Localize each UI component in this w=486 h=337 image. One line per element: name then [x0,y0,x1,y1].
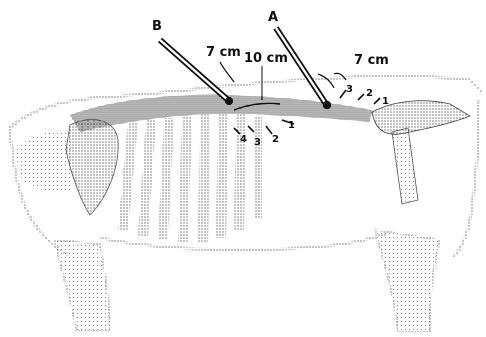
rib-marker-4: 4 [240,134,247,145]
femur [392,128,418,204]
hind-leg [375,230,440,332]
needle-a [276,28,331,109]
rib-marker-2: 2 [272,134,279,145]
needle-b-label: B [152,19,162,34]
span-label: 10 cm [244,51,288,66]
front-leg [55,240,110,330]
lumbar-marker-3: 3 [346,84,353,95]
lumbar-marker-1: 1 [382,96,389,107]
neck-region [14,130,72,192]
needle-a-label: A [268,10,278,25]
b-depth-label: 7 cm [206,45,241,60]
b-depth-brace [220,62,234,82]
lumbar-marker-2: 2 [366,88,373,99]
rib-marker-3: 3 [254,137,261,148]
a-depth-label: 7 cm [354,53,389,68]
rib-marker-1: 1 [288,120,295,131]
scapula [66,120,118,215]
a-depth-brace [318,73,346,88]
